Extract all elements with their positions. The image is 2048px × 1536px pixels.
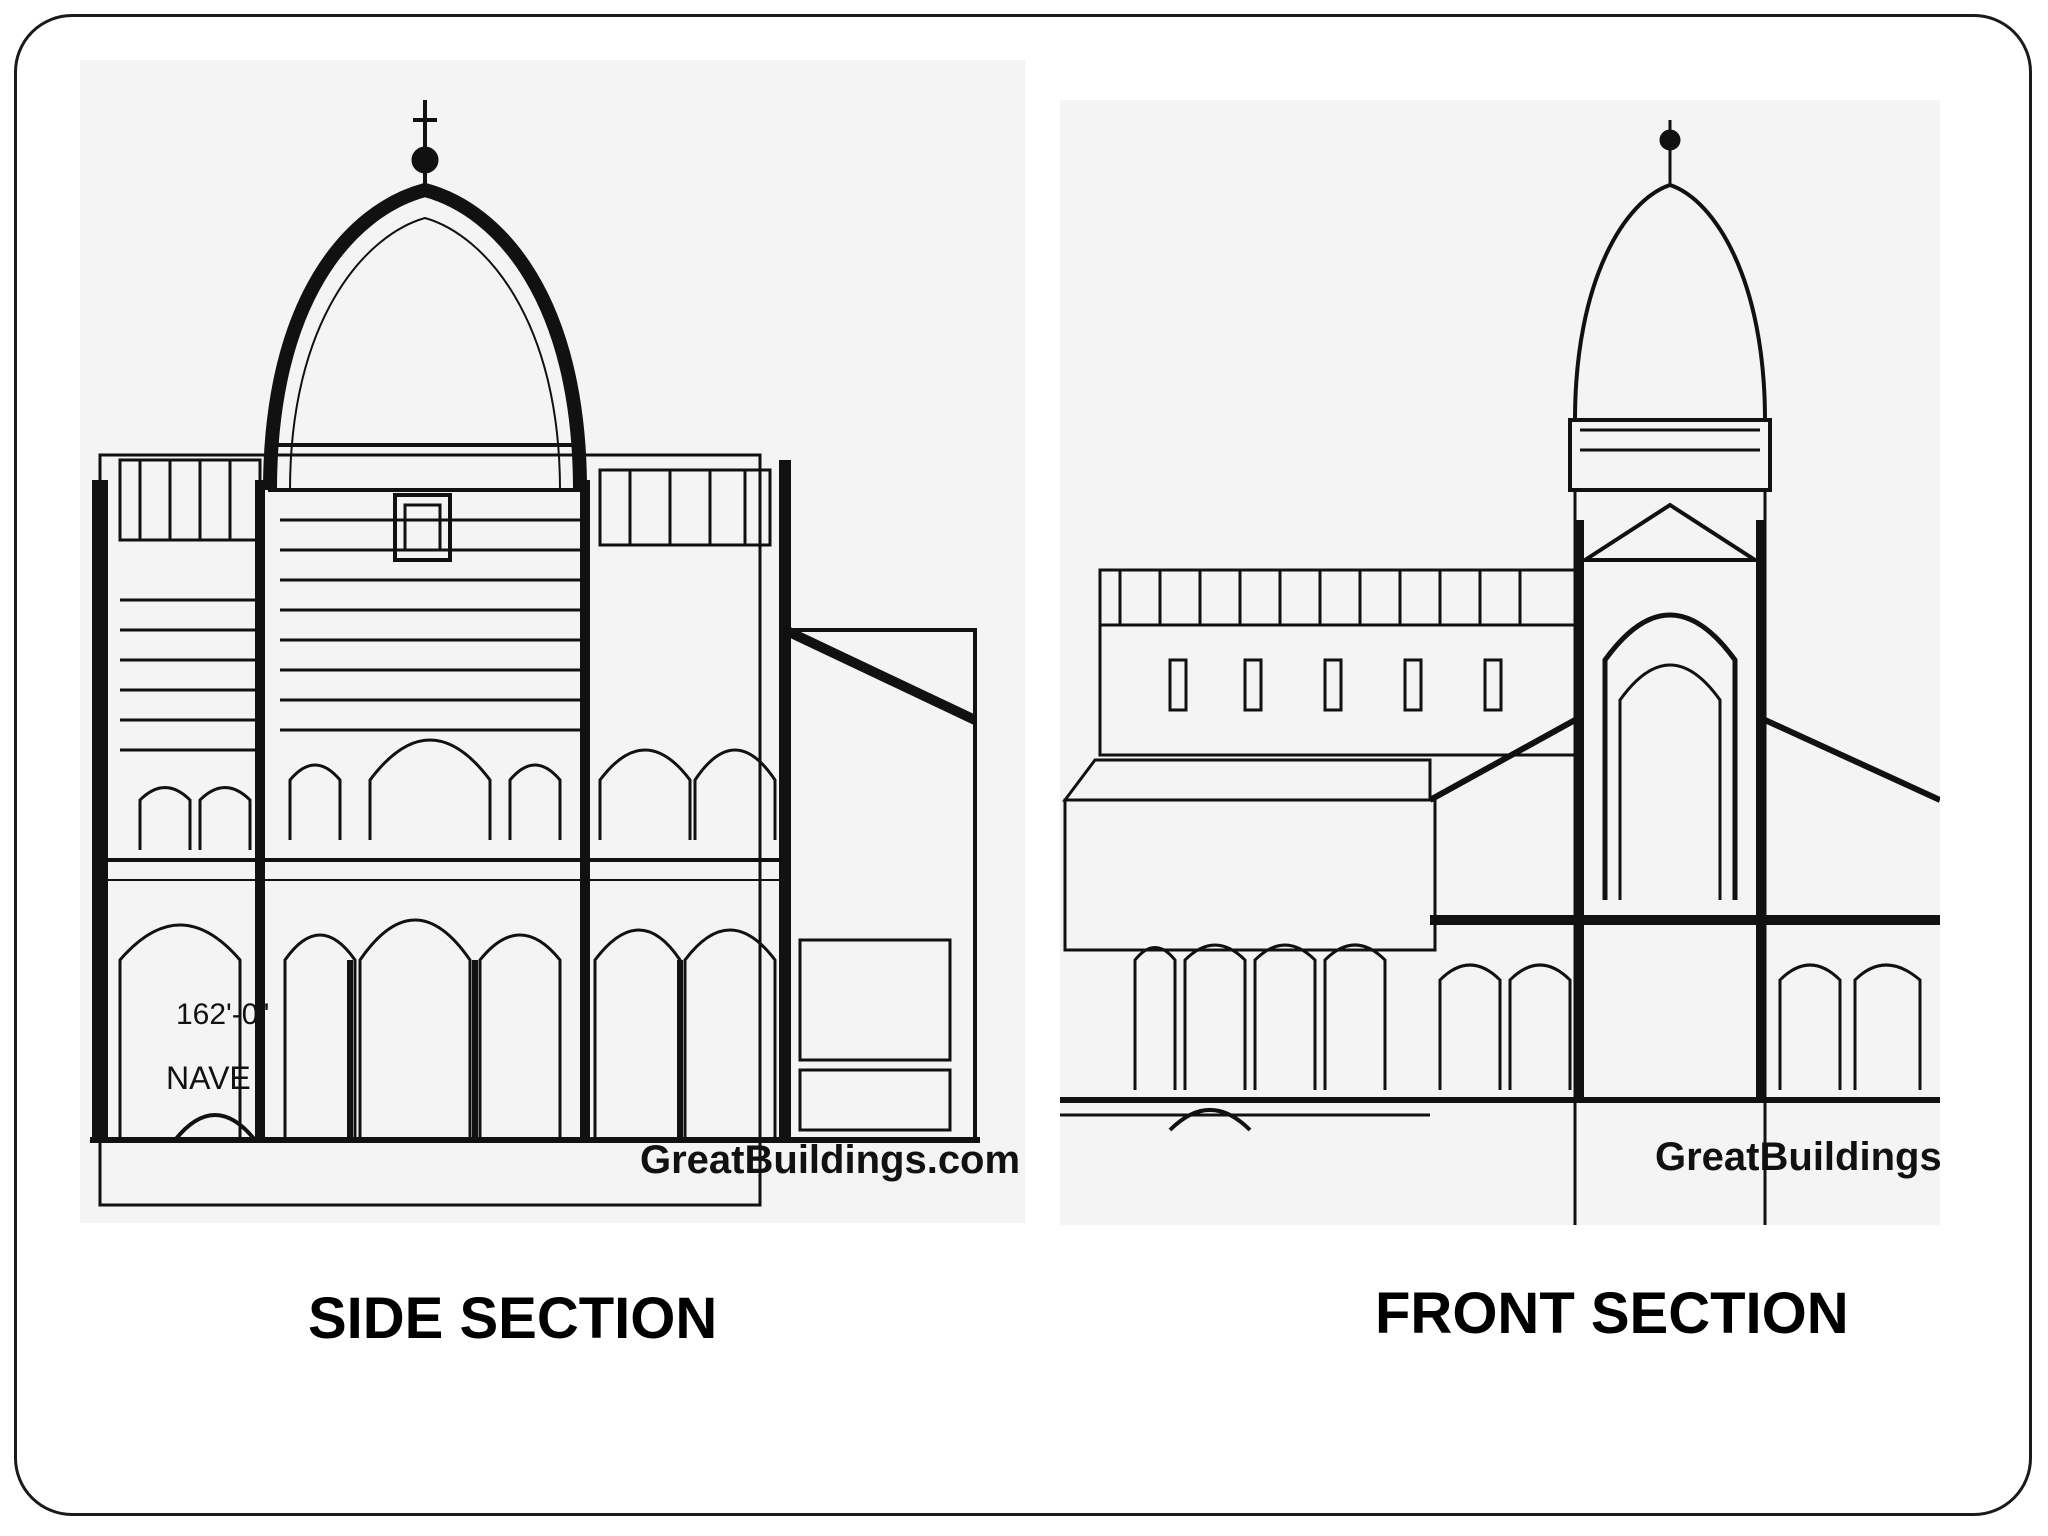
side-section-caption: SIDE SECTION xyxy=(308,1286,718,1351)
front-watermark: GreatBuildings. xyxy=(1655,1135,1940,1179)
nave-dimension-label: 162'-0" xyxy=(176,998,270,1031)
side-watermark: GreatBuildings.com xyxy=(640,1138,1021,1182)
front-section-caption: FRONT SECTION xyxy=(1375,1281,1849,1346)
front-section-illustration xyxy=(1060,120,1940,1225)
side-section-illustration xyxy=(90,100,980,1207)
nave-label: NAVE xyxy=(166,1060,251,1096)
side-section-drawing: 162'-0" NAVE GreatBuildings.com xyxy=(80,60,1025,1223)
front-section-drawing: GreatBuildings. xyxy=(1060,100,1940,1225)
